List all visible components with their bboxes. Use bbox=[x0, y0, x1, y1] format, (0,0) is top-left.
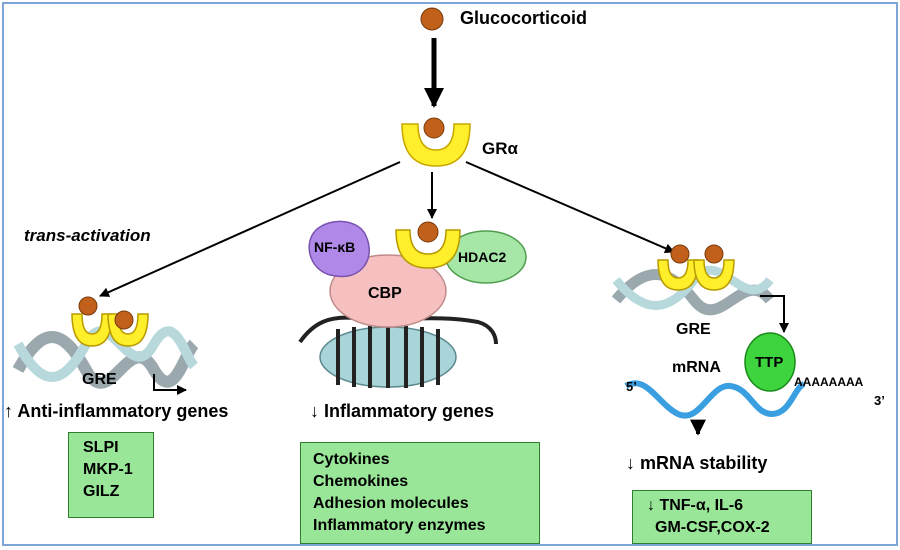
three-prime-label: 3’ bbox=[874, 393, 885, 408]
box-item: GM-CSF,COX-2 bbox=[655, 519, 770, 536]
arrow-to-trans-activation bbox=[99, 161, 401, 297]
inflammatory-genes-label: ↓ Inflammatory genes bbox=[310, 401, 495, 421]
gr-dimer-right bbox=[657, 244, 735, 291]
nfkb-label: NF-κB bbox=[314, 239, 356, 255]
transcription-start-arrow bbox=[153, 374, 187, 395]
gr-dimer-left bbox=[71, 296, 149, 347]
mrna-stability-label: ↓ mRNA stability bbox=[626, 453, 768, 473]
box-item: Cytokines bbox=[313, 451, 390, 468]
nfkb-protein bbox=[308, 220, 370, 278]
anti-inflammatory-genes-label: ↑ Anti-inflammatory genes bbox=[4, 401, 229, 421]
anti-inflammatory-genes-box: SLPI MKP-1 GILZ bbox=[68, 432, 154, 518]
mrna-targets-box: ↓ TNF-α, IL-6 GM-CSF,COX-2 bbox=[632, 490, 812, 544]
gr-alpha-middle bbox=[395, 221, 461, 269]
box-item: Inflammatory enzymes bbox=[313, 517, 486, 534]
box-item: Adhesion molecules bbox=[313, 495, 469, 512]
glucocorticoid-label: Glucocorticoid bbox=[460, 8, 588, 28]
gr-alpha-receptor bbox=[401, 117, 471, 167]
glucocorticoid-pathway-diagram bbox=[12, 7, 806, 436]
box-item: ↓ TNF-α, IL-6 bbox=[647, 497, 744, 514]
ttp-label: TTP bbox=[755, 354, 784, 371]
gre-right-label: GRE bbox=[676, 321, 711, 338]
polya-tail-label: AAAAAAAA bbox=[794, 375, 864, 389]
mrna-strand bbox=[624, 380, 806, 419]
cbp-label: CBP bbox=[368, 285, 402, 302]
five-prime-label: 5’ bbox=[626, 379, 637, 394]
gre-left-label: GRE bbox=[82, 371, 117, 388]
nucleosome bbox=[298, 315, 498, 388]
box-item: Chemokines bbox=[313, 473, 409, 490]
box-item: MKP-1 bbox=[83, 461, 133, 478]
ttp-protein bbox=[744, 332, 796, 392]
inflammatory-genes-box: Cytokines Chemokines Adhesion molecules … bbox=[300, 442, 540, 544]
trans-activation-label: trans-activation bbox=[24, 226, 151, 245]
gr-alpha-label: GRα bbox=[482, 139, 518, 158]
hdac2-label: HDAC2 bbox=[458, 249, 507, 265]
glucocorticoid-molecule bbox=[420, 7, 444, 31]
box-item: GILZ bbox=[83, 483, 120, 500]
gre-to-ttp-arrow bbox=[760, 295, 789, 333]
cbp-protein bbox=[329, 254, 447, 328]
box-item: SLPI bbox=[83, 439, 119, 456]
arrow-to-mrna-pathway bbox=[465, 161, 675, 254]
mrna-label: mRNA bbox=[672, 359, 721, 376]
